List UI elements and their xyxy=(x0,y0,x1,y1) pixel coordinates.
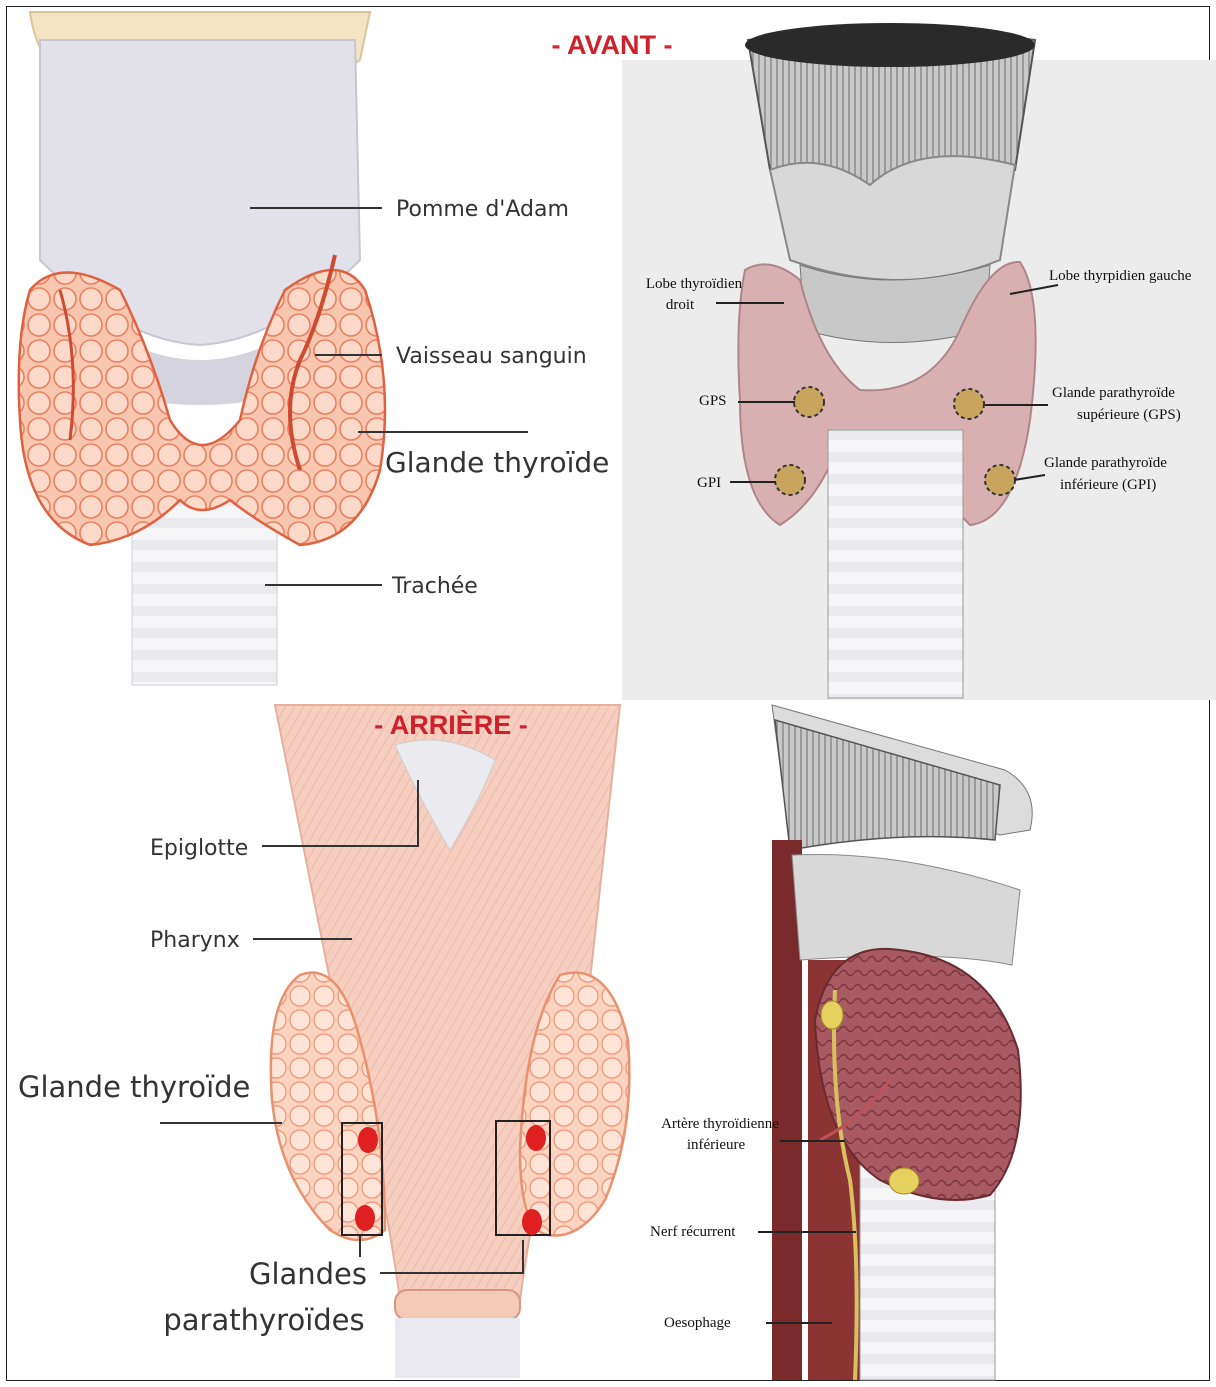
top-opening xyxy=(745,23,1035,67)
label-superior-parathyroid-2: supérieure (GPS) xyxy=(1077,407,1181,423)
label-gpi: GPI xyxy=(697,475,721,491)
label-thyroid-back: Glande thyroïde xyxy=(18,1070,250,1104)
label-adam-apple: Pomme d'Adam xyxy=(396,197,569,222)
label-trachea: Trachée xyxy=(391,574,478,599)
cartilage-side xyxy=(792,854,1020,965)
label-right-lobe-2: droit xyxy=(666,297,695,313)
label-nerve: Nerf récurrent xyxy=(650,1224,736,1240)
gpi-left xyxy=(985,465,1015,495)
side-render xyxy=(772,705,1032,1380)
label-parathyroids-2: parathyroïdes xyxy=(163,1303,364,1337)
front-render xyxy=(622,23,1216,700)
label-inferior-parathyroid-1: Glande parathyroïde xyxy=(1044,455,1167,471)
label-pharynx: Pharynx xyxy=(150,928,240,953)
label-artery-2: inférieure xyxy=(687,1137,746,1153)
heading-front: - AVANT - xyxy=(552,30,673,60)
gps-right xyxy=(794,387,824,417)
gps-left xyxy=(954,389,984,419)
label-left-lobe: Lobe thyrpidien gauche xyxy=(1049,268,1192,284)
label-artery-1: Artère thyroïdienne xyxy=(661,1116,779,1132)
heading-back: - ARRIÈRE - xyxy=(374,709,528,740)
gpi-right xyxy=(775,465,805,495)
esophagus-end xyxy=(395,1290,520,1320)
label-inferior-parathyroid-2: inférieure (GPI) xyxy=(1060,477,1156,493)
parathyroid-upper-right xyxy=(526,1125,546,1151)
label-esophagus: Oesophage xyxy=(664,1315,731,1331)
label-blood-vessel: Vaisseau sanguin xyxy=(396,344,587,369)
parathyroid-lower-right xyxy=(522,1209,542,1235)
label-right-lobe-1: Lobe thyroïdien xyxy=(646,276,743,292)
parathyroid-upper-left xyxy=(358,1127,378,1153)
trachea-back xyxy=(395,1318,520,1378)
thyroid-cartilage-3d xyxy=(770,156,1015,280)
parathyroid-side-upper xyxy=(821,1001,843,1029)
label-superior-parathyroid-1: Glande parathyroïde xyxy=(1052,385,1175,401)
label-epiglottis: Epiglotte xyxy=(150,836,248,861)
label-parathyroids-1: Glandes xyxy=(249,1257,367,1291)
label-thyroid-front: Glande thyroïde xyxy=(385,446,609,479)
parathyroid-side-lower xyxy=(889,1168,919,1194)
parathyroid-lower-left xyxy=(355,1205,375,1231)
label-gps: GPS xyxy=(699,393,727,409)
trachea-3d xyxy=(828,430,963,698)
